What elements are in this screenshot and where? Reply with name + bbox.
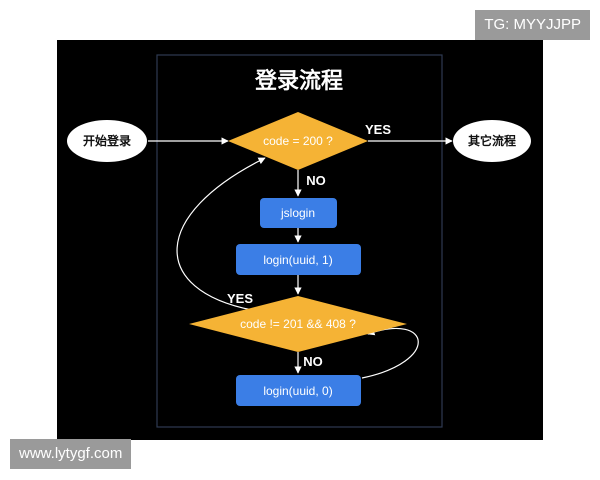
process-jslogin-label: jslogin — [280, 206, 315, 220]
process-login-1-label: login(uuid, 1) — [263, 253, 332, 267]
decision-code-201-408-label: code != 201 && 408 ? — [240, 317, 356, 331]
process-login-1 — [236, 244, 361, 275]
other-flow-node-label: 其它流程 — [468, 133, 516, 148]
decision-code-201-408 — [189, 296, 407, 352]
flow-frame — [156, 54, 443, 428]
other-flow-node — [453, 120, 531, 162]
process-login-0-label: login(uuid, 0) — [263, 384, 332, 398]
watermark-telegram: TG: MYYJJPP — [475, 10, 590, 40]
decision-code-200-label: code = 200 ? — [263, 134, 333, 148]
edge-label-yes-mid: YES — [227, 291, 253, 306]
edge-login0-loop-to-check201 — [361, 327, 419, 379]
edge-label-no-bottom: NO — [303, 354, 323, 369]
start-node — [67, 120, 147, 162]
decision-code-200 — [228, 112, 368, 170]
diagram-title: 登录流程 — [254, 68, 343, 93]
edge-check201-loop-to-check200 — [176, 157, 266, 311]
process-jslogin — [260, 198, 337, 228]
start-node-label: 开始登录 — [83, 133, 131, 148]
edge-label-no-top: NO — [306, 173, 326, 188]
watermark-website: www.lytygf.com — [10, 439, 132, 469]
process-login-0 — [236, 375, 361, 406]
edge-label-yes-top: YES — [365, 122, 391, 137]
